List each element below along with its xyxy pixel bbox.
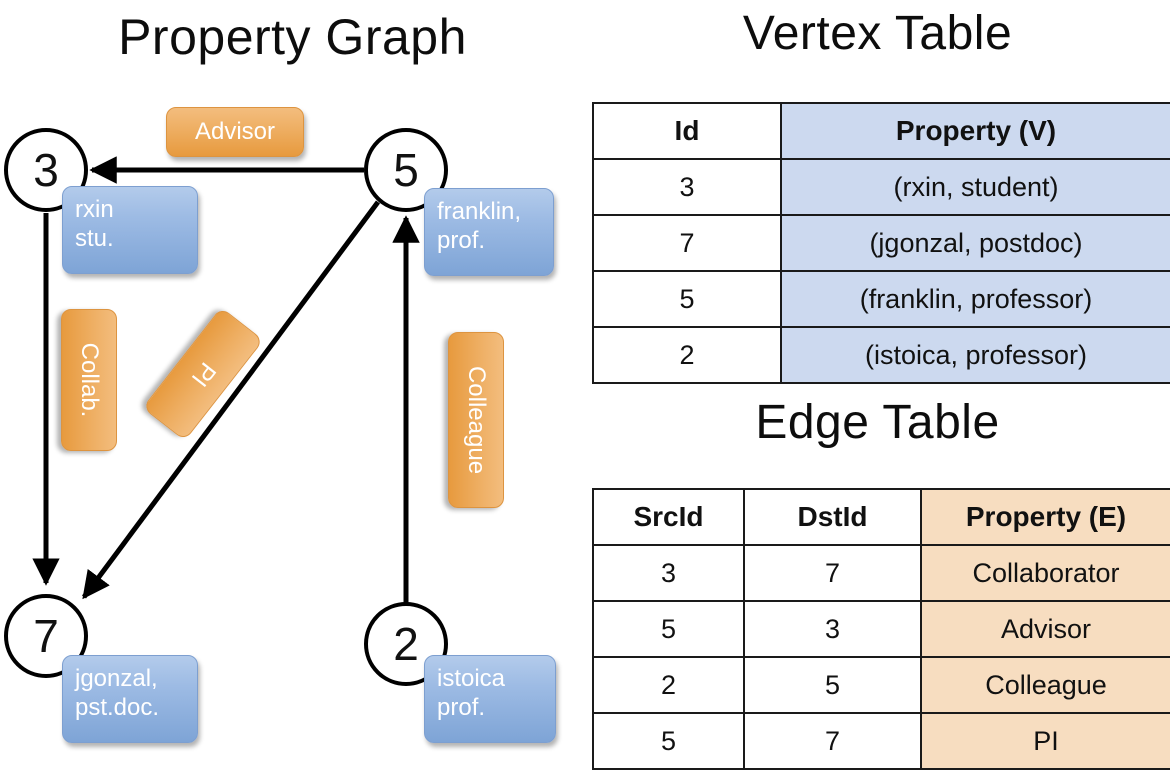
- vertex-table-header-id: Id: [592, 102, 782, 160]
- edge-row-0-dst: 7: [743, 544, 922, 602]
- edge-row-2-property: Colleague: [920, 656, 1170, 714]
- table-row: 7 (jgonzal, postdoc): [592, 214, 1170, 272]
- edge-row-3-dst: 7: [743, 712, 922, 770]
- graph-node-2[interactable]: 2: [364, 602, 448, 686]
- page-title-edge-table: Edge Table: [755, 396, 1000, 449]
- edge-row-1-dst: 3: [743, 600, 922, 658]
- vertex-row-0-property: (rxin, student): [780, 158, 1170, 216]
- graph-node-2-label: 2: [393, 618, 419, 670]
- vertex-row-2-property: (franklin, professor): [780, 270, 1170, 328]
- edge-row-0-property: Collaborator: [920, 544, 1170, 602]
- edge-row-1-property: Advisor: [920, 600, 1170, 658]
- graph-node-7-label: 7: [33, 610, 59, 662]
- vertex-row-3-id: 2: [592, 326, 782, 384]
- edge-table-header-srcid: SrcId: [592, 488, 745, 546]
- edge-label-advisor: Advisor: [166, 107, 304, 157]
- graph-node-5[interactable]: 5: [364, 128, 448, 212]
- graph-node-5-label: 5: [393, 144, 419, 196]
- vertex-row-2-id: 5: [592, 270, 782, 328]
- vertex-table-header-row: Id Property (V): [592, 102, 1170, 160]
- vertex-property-box-7: jgonzal, pst.doc.: [62, 655, 198, 743]
- edge-row-0-src: 3: [592, 544, 745, 602]
- page-title-vertex-table: Vertex Table: [742, 7, 1013, 60]
- table-row: 3 7 Collaborator: [592, 544, 1170, 602]
- table-row: 2 5 Colleague: [592, 656, 1170, 714]
- edge-row-1-src: 5: [592, 600, 745, 658]
- table-row: 5 3 Advisor: [592, 600, 1170, 658]
- edge-label-collab: Collab.: [61, 309, 117, 451]
- vertex-table: Id Property (V) 3 (rxin, student) 7 (jgo…: [592, 102, 1170, 384]
- edge-5-to-7: [81, 200, 381, 600]
- property-graph-panel: Property Graph 3 5 7 2: [0, 0, 585, 760]
- vertex-property-box-5: franklin, prof.: [424, 188, 554, 276]
- edge-row-3-property: PI: [920, 712, 1170, 770]
- vertex-property-box-2: istoica prof.: [424, 655, 556, 743]
- edge-row-3-src: 5: [592, 712, 745, 770]
- graph-edges-svg: [32, 156, 420, 605]
- vertex-row-3-property: (istoica, professor): [780, 326, 1170, 384]
- edge-table-header-dstid: DstId: [743, 488, 922, 546]
- table-row: 5 (franklin, professor): [592, 270, 1170, 328]
- edge-table-header-property: Property (E): [920, 488, 1170, 546]
- table-row: 5 7 PI: [592, 712, 1170, 770]
- edge-label-colleague: Colleague: [448, 332, 504, 508]
- vertex-row-1-property: (jgonzal, postdoc): [780, 214, 1170, 272]
- vertex-table-header-property: Property (V): [780, 102, 1170, 160]
- table-row: 2 (istoica, professor): [592, 326, 1170, 384]
- edge-row-2-dst: 5: [743, 656, 922, 714]
- page-title-property-graph: Property Graph: [118, 9, 467, 65]
- edge-table: SrcId DstId Property (E) 3 7 Collaborato…: [592, 488, 1170, 770]
- edge-table-header-row: SrcId DstId Property (E): [592, 488, 1170, 546]
- vertex-property-box-3: rxin stu.: [62, 186, 198, 274]
- vertex-row-0-id: 3: [592, 158, 782, 216]
- vertex-row-1-id: 7: [592, 214, 782, 272]
- graph-node-3-label: 3: [33, 144, 59, 196]
- edge-row-2-src: 2: [592, 656, 745, 714]
- table-row: 3 (rxin, student): [592, 158, 1170, 216]
